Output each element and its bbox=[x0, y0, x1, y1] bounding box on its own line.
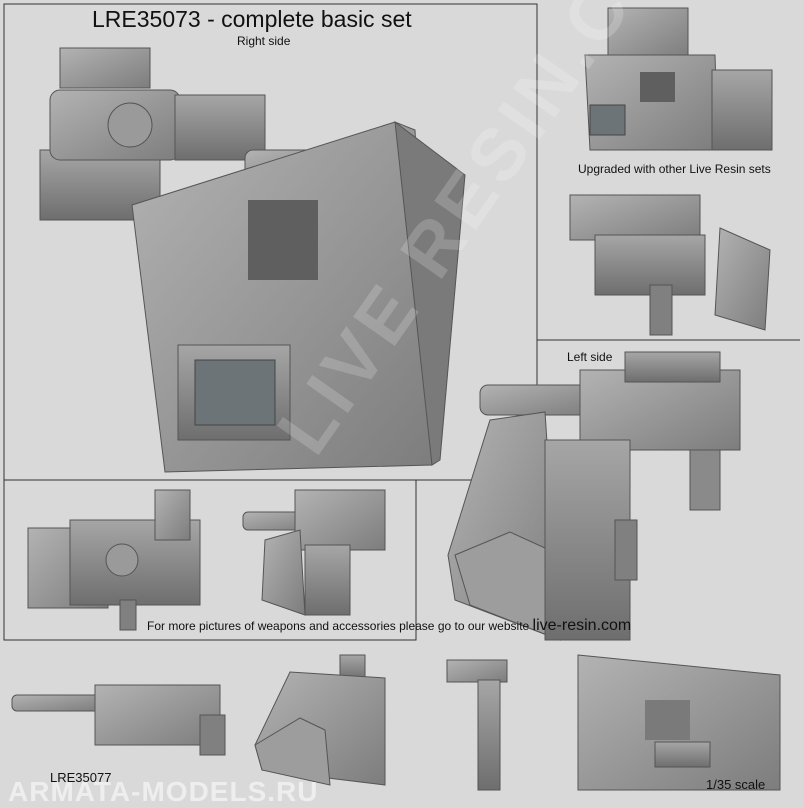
caption-right-side: Right side bbox=[237, 34, 291, 48]
upgraded-model-top bbox=[584, 7, 773, 151]
part-plate bbox=[577, 654, 781, 791]
page-title: LRE35073 - complete basic set bbox=[92, 6, 412, 32]
part-pintle bbox=[446, 659, 508, 791]
bottom-watermark: ARMATA-MODELS.RU bbox=[8, 776, 319, 807]
caption-left-side: Left side bbox=[567, 350, 613, 364]
caption-more-pictures: For more pictures of weapons and accesso… bbox=[147, 617, 631, 635]
upgraded-model-bottom bbox=[569, 194, 771, 336]
part-weapon bbox=[11, 684, 226, 756]
group-model-1 bbox=[27, 489, 201, 631]
part-shield bbox=[254, 654, 386, 786]
main-right-side-model bbox=[39, 47, 466, 473]
footer-code: LRE35077 bbox=[50, 770, 112, 785]
left-side-model bbox=[447, 351, 741, 641]
website-link[interactable]: live-resin.com bbox=[532, 617, 632, 634]
caption-upgraded: Upgraded with other Live Resin sets bbox=[578, 162, 771, 176]
upgraded-view-frame bbox=[536, 4, 800, 341]
more-pictures-text: For more pictures of weapons and accesso… bbox=[147, 619, 530, 633]
group-view-frame bbox=[3, 480, 417, 641]
footer-scale: 1/35 scale bbox=[706, 777, 766, 792]
group-model-2 bbox=[242, 489, 386, 616]
